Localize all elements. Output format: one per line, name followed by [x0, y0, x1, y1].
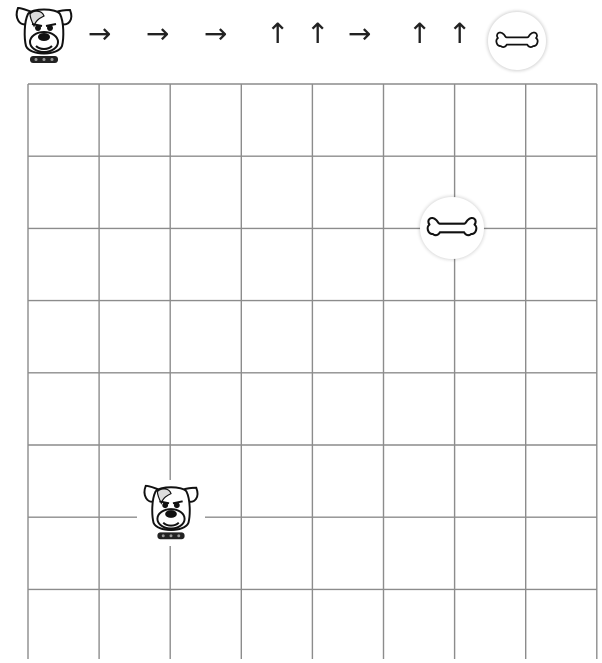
- dog-face-icon[interactable]: [137, 480, 205, 546]
- bone-icon[interactable]: [420, 197, 484, 259]
